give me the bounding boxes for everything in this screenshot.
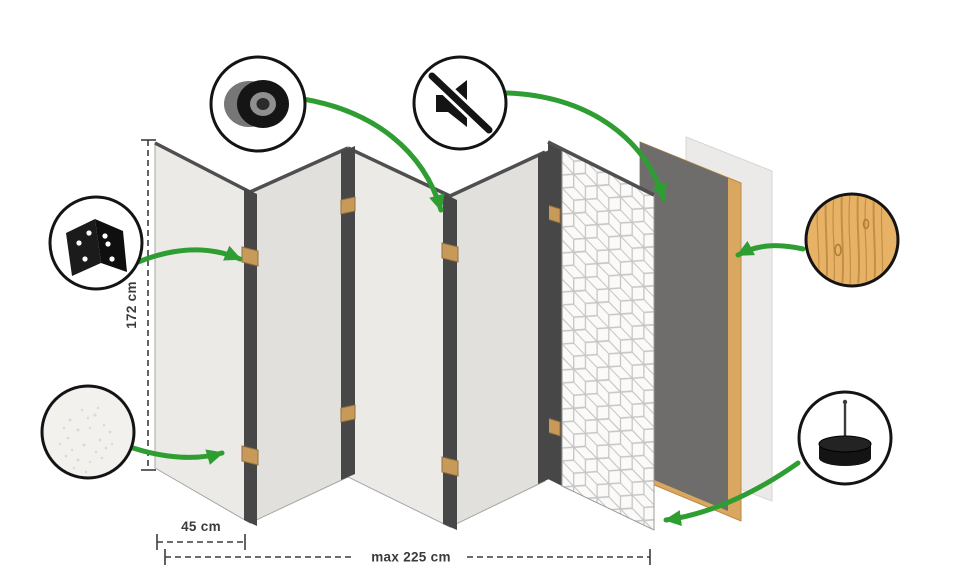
callout-arrows: [127, 90, 806, 526]
height-dimension-label: 172 cm: [124, 281, 139, 329]
hinge-icon: [48, 195, 144, 291]
wooden-hinges: [241, 196, 459, 477]
total-width-dimension-label: max 225 cm: [371, 550, 451, 565]
panel-side-edges: [244, 146, 549, 530]
hinge-piece: [441, 456, 459, 477]
screen-panel-4: [449, 151, 546, 528]
core-panel-with-wood-frame: [639, 141, 742, 522]
arrow-tape: [300, 96, 445, 213]
panel-width-dimension: 45 cm: [156, 519, 246, 550]
arrow-hinge: [135, 245, 243, 265]
hinge-piece: [340, 196, 356, 215]
screen-panel-1: [154, 142, 251, 524]
screen-panel-3: [347, 147, 451, 528]
folding-screen: [154, 141, 549, 530]
pattern-panel-edge: [548, 142, 562, 486]
panel-top-edges: [154, 141, 546, 198]
arrow-texture: [127, 444, 225, 465]
hinge-piece: [340, 404, 356, 423]
arrow-mute: [504, 90, 668, 202]
total-width-dimension: max 225 cm: [164, 549, 651, 565]
hinge-piece: [241, 246, 259, 267]
wood-icon: [804, 192, 900, 288]
screen-panel-2: [249, 147, 349, 524]
panel-width-dimension-label: 45 cm: [181, 519, 221, 534]
core-panel-face: [640, 142, 728, 511]
texture-icon: [40, 384, 136, 480]
height-dimension: 172 cm: [124, 139, 156, 471]
arrow-wood: [735, 240, 806, 258]
hinge-piece: [441, 242, 459, 263]
geometric-pattern-face: [561, 148, 655, 531]
felt-pad-icon: [797, 390, 893, 486]
tape-icon: [209, 55, 307, 153]
patterned-front-layer: [543, 140, 655, 531]
hinge-piece: [241, 445, 259, 466]
arrow-felt-pad: [663, 460, 801, 526]
mute-icon: [412, 55, 508, 151]
